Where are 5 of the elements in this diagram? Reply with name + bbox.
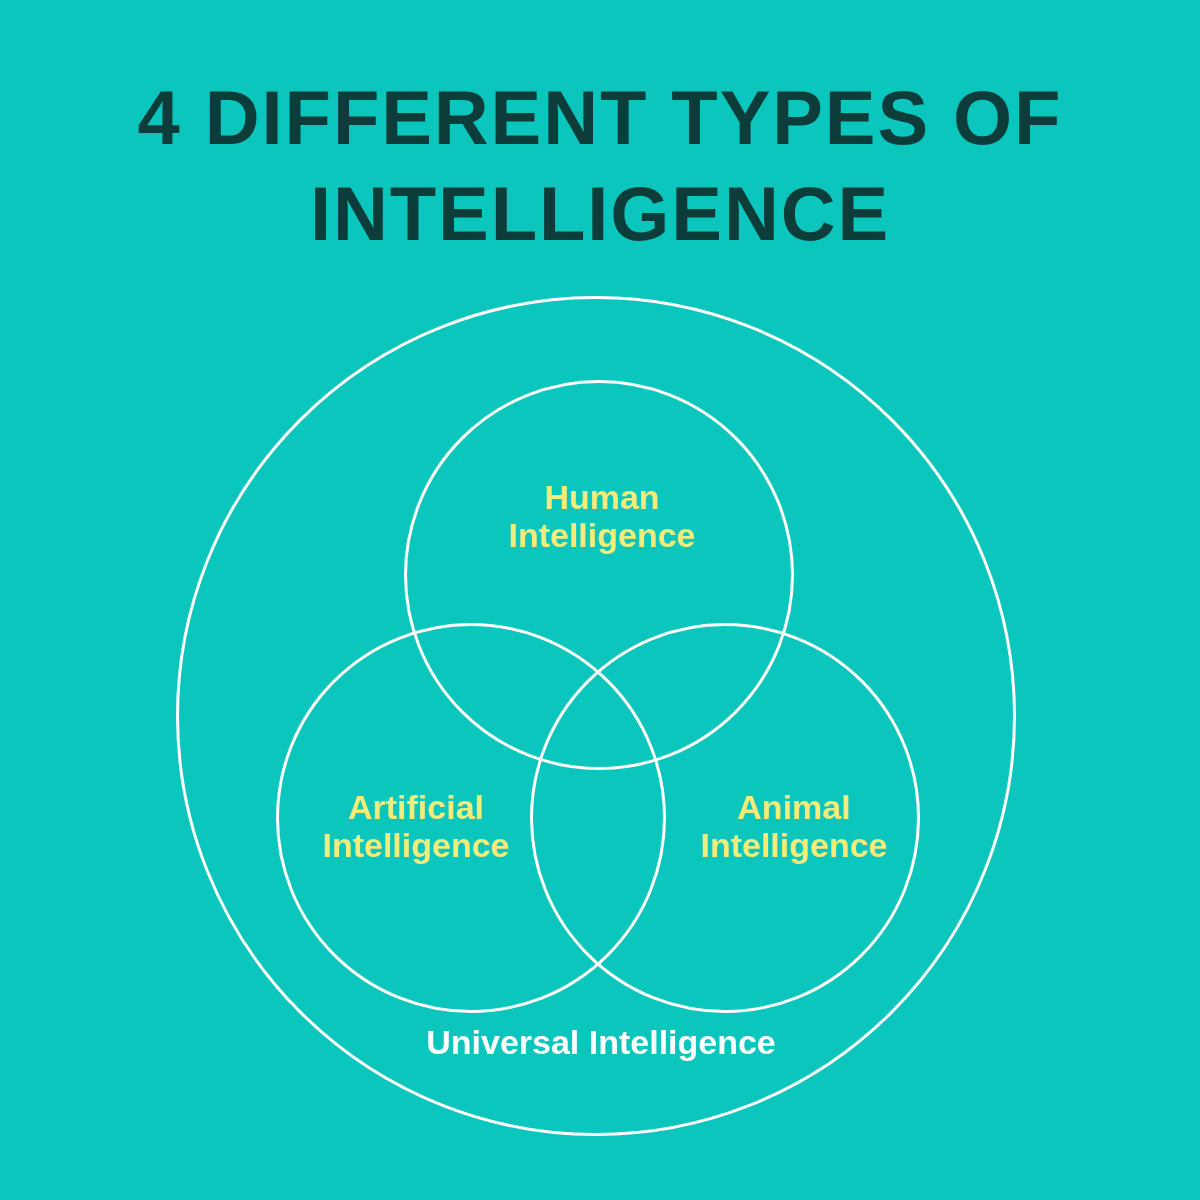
circle-label: Artificial Intelligence	[321, 788, 511, 864]
circle-label: Human Intelligence	[507, 478, 697, 554]
title: 4 DIFFERENT TYPES OF INTELLIGENCE	[136, 74, 1064, 258]
circle-label: Universal Intelligence	[425, 1023, 777, 1061]
circle-label: Animal Intelligence	[699, 788, 889, 864]
